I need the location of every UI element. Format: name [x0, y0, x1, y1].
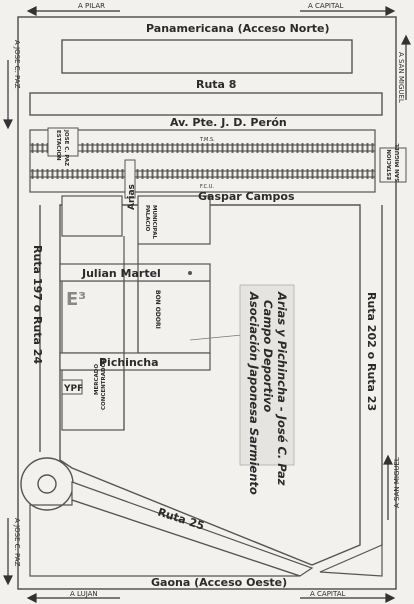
rail-area [29, 129, 376, 193]
info-card-line-1: Asociación Japonesa Sarmiento [247, 291, 261, 495]
ypf-box [61, 379, 83, 395]
rail-label-tms: T.M.S. [199, 137, 215, 143]
block-lower-right [319, 544, 383, 577]
pointer-line [189, 334, 243, 341]
e3-label: E³ [66, 289, 86, 310]
ypf-label: YPF [63, 384, 83, 394]
station-jose-c-paz-label-2: JOSE C. PAZ [63, 129, 69, 166]
julian-martel-street [59, 263, 211, 282]
roundabout-outer [20, 457, 74, 511]
bon-odori-label: BON ODORI [154, 290, 161, 329]
info-card [239, 284, 295, 466]
edge-label-a-capital-top: A CAPITAL [308, 2, 343, 10]
road-label-ruta-197: Ruta 197 o Ruta 24 [31, 245, 44, 364]
rail-label-fcu: F.C.U. [200, 184, 214, 190]
station-jose-c-paz-label-1: ESTACION [55, 130, 61, 161]
info-card-line-3: Arias y Pichincha - José C. Paz [275, 291, 289, 486]
road-label-arias: Arias [127, 184, 137, 210]
station-san-miguel-label-1: ESTACION [387, 149, 393, 180]
map-outer-frame [17, 16, 397, 590]
roundabout-inner [37, 474, 57, 494]
edge-label-a-jose-c-paz-top: A JOSE C. PAZ [13, 40, 21, 89]
info-card-line-2: Campo Deportivo [261, 300, 275, 412]
block-ruta8 [29, 92, 383, 116]
rail-track-fcu [30, 169, 375, 179]
block-palacio [137, 195, 211, 245]
pichincha-street [59, 352, 211, 371]
arrows [3, 6, 411, 603]
block-palacio-left [61, 195, 123, 237]
road-label-gaspar-campos: Gaspar Campos [198, 190, 295, 203]
station-jose-c-paz-box [47, 127, 79, 157]
palacio-label-2: MUNICIPAL [151, 205, 157, 239]
zone-campo-deportivo [59, 204, 361, 566]
road-label-ruta-202: Ruta 202 o Ruta 23 [365, 292, 378, 411]
edge-label-a-capital-bottom: A CAPITAL [310, 590, 345, 598]
edge-label-a-san-miguel-top: A SAN MIGUEL [397, 52, 405, 103]
block-bon-odori [137, 280, 211, 354]
road-label-peron: Av. Pte. J. D. Perón [170, 116, 287, 129]
mercado-label-2: CONCENTRADOR [101, 358, 107, 410]
rail-track-tms [30, 143, 375, 153]
edge-label-a-pilar: A PILAR [78, 2, 105, 10]
road-label-gaona: Gaona (Acceso Oeste) [151, 576, 287, 589]
road-label-ruta-8: Ruta 8 [196, 78, 236, 91]
road-label-pichincha: Pichincha [99, 356, 159, 369]
mercado-label-1: MERCADO [94, 364, 100, 395]
palacio-label-1: PALACIO [144, 205, 150, 232]
arias-street-stub [124, 159, 136, 199]
road-label-panamericana: Panamericana (Acceso Norte) [146, 22, 330, 35]
block-lower-left [29, 499, 301, 577]
block-e3 [61, 280, 125, 354]
block-mercado [61, 369, 125, 431]
block-top [61, 39, 353, 74]
edge-label-a-san-miguel-bottom: A SAN MIGUEL [393, 457, 401, 508]
station-san-miguel-box [379, 147, 407, 183]
edge-label-a-lujan: A LUJAN [70, 590, 98, 598]
station-san-miguel-label-2: SAN MIGUEL [395, 143, 401, 182]
edge-label-a-jose-c-paz-bottom: A JOSE C. PAZ [13, 518, 21, 567]
road-label-julian-martel: Julian Martel [81, 267, 161, 280]
